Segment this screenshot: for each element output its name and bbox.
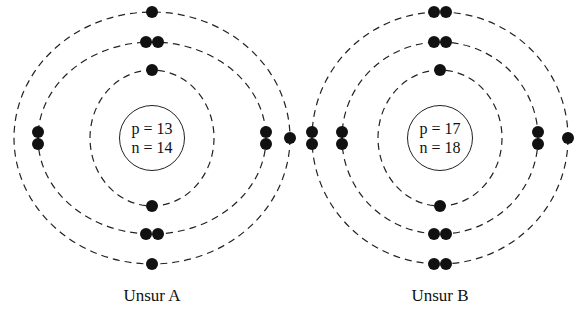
nucleus-circle: p = 13n = 14 bbox=[119, 105, 185, 171]
electron-shell bbox=[342, 42, 538, 234]
nucleus-circle: p = 17n = 18 bbox=[407, 105, 473, 171]
nucleus-text: p = 13 bbox=[131, 119, 172, 138]
electron-shell bbox=[312, 12, 568, 264]
electron-shell bbox=[90, 70, 214, 206]
nucleus-text: n = 14 bbox=[131, 138, 172, 157]
element-label: Unsur B bbox=[411, 286, 468, 306]
nucleus-text: p = 17 bbox=[419, 119, 460, 138]
electron-shell bbox=[14, 12, 290, 264]
nucleus-text: n = 18 bbox=[419, 138, 460, 157]
electron-shell bbox=[38, 42, 266, 234]
electron-shell bbox=[378, 70, 502, 206]
element-label: Unsur A bbox=[123, 286, 180, 306]
electrons bbox=[32, 6, 574, 270]
